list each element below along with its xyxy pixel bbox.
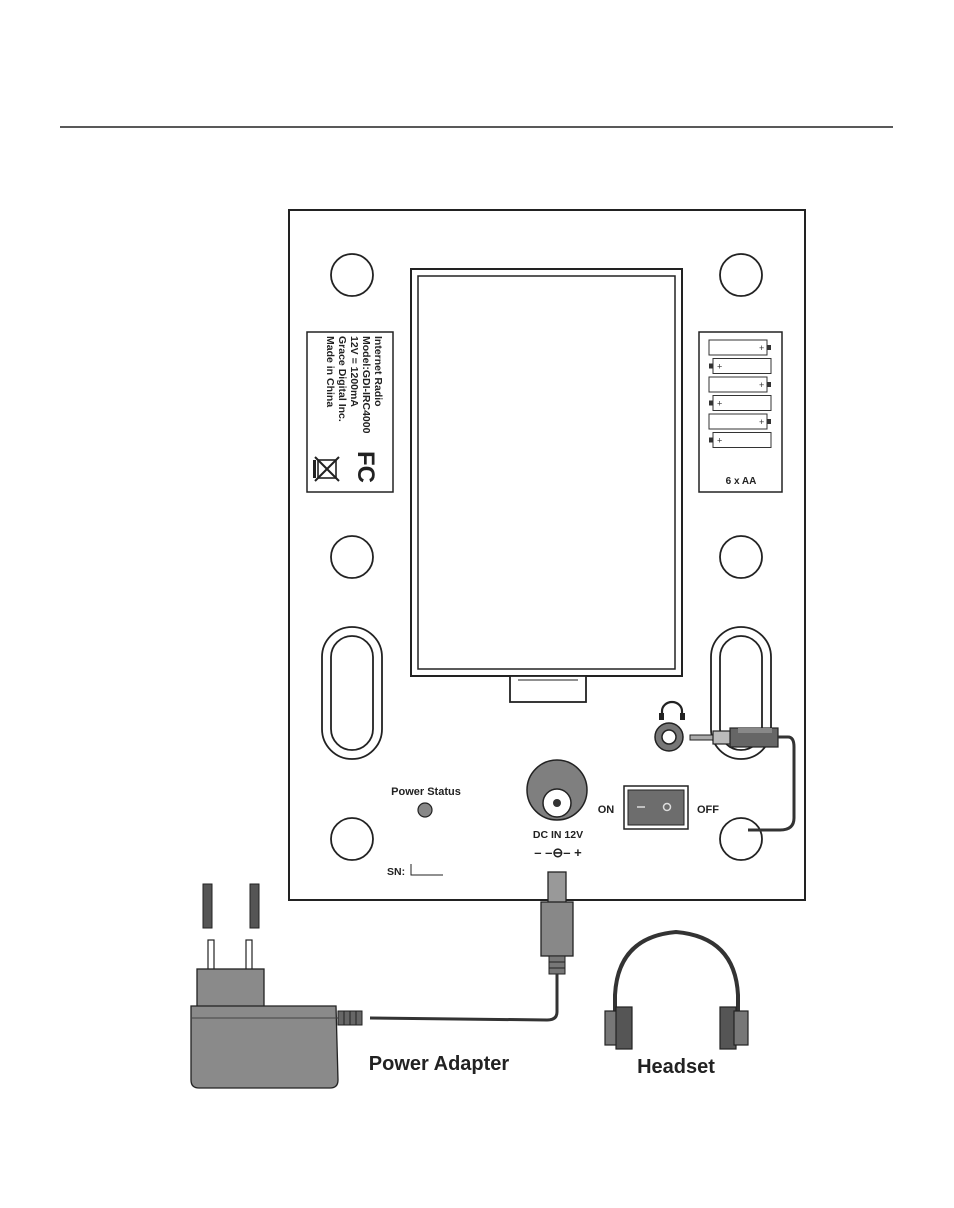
screw-hole	[720, 818, 762, 860]
screw-hole	[331, 818, 373, 860]
battery-cell: +	[709, 359, 771, 374]
label-line-2: Model:GDI-IRC4000	[360, 336, 372, 434]
svg-text:+: +	[759, 343, 764, 353]
screw-hole	[331, 254, 373, 296]
mounting-slot-left-inner	[331, 636, 373, 750]
power-plug-icon	[191, 884, 362, 1088]
power-status-led	[418, 803, 432, 817]
battery-count-label: 6 x AA	[726, 476, 757, 487]
svg-text:+: +	[717, 399, 722, 409]
serial-number-label: SN:	[387, 866, 405, 878]
switch-off-label: OFF	[697, 804, 719, 816]
fcc-icon: FC	[352, 451, 379, 483]
power-switch[interactable]	[624, 786, 688, 829]
svg-text:+: +	[717, 436, 722, 446]
headset-icon	[605, 932, 748, 1049]
headset-callout: Headset	[637, 1056, 715, 1078]
battery-compartment-cover	[411, 269, 682, 702]
battery-cell: +	[709, 396, 771, 411]
dc-in-label: DC IN 12V	[533, 829, 583, 841]
svg-text:+: +	[759, 417, 764, 427]
battery-cell: +	[709, 340, 771, 355]
screw-hole	[720, 254, 762, 296]
label-line-1: Internet Radio	[372, 336, 384, 407]
battery-cell: +	[709, 433, 771, 448]
battery-cell: +	[709, 377, 771, 392]
screw-hole	[331, 536, 373, 578]
label-line-3: 12V = 1200mA	[348, 336, 360, 407]
svg-text:+: +	[759, 380, 764, 390]
screw-hole	[720, 536, 762, 578]
battery-cell: +	[709, 414, 771, 429]
battery-orientation-plate: + + + + + + 6 x AA	[699, 332, 782, 492]
power-cable	[370, 974, 557, 1020]
power-status-label: Power Status	[391, 786, 461, 798]
label-line-4: Grace Digital Inc.	[336, 336, 348, 422]
dc-polarity-symbol: – –⊖– +	[534, 845, 582, 860]
switch-on-label: ON	[598, 804, 615, 816]
svg-text:+: +	[717, 362, 722, 372]
power-adapter-callout: Power Adapter	[369, 1053, 510, 1075]
rating-label-plate: Internet Radio Model:GDI-IRC4000 12V = 1…	[307, 332, 393, 492]
label-line-5: Made in China	[324, 336, 336, 407]
dc-in-jack	[527, 760, 587, 820]
